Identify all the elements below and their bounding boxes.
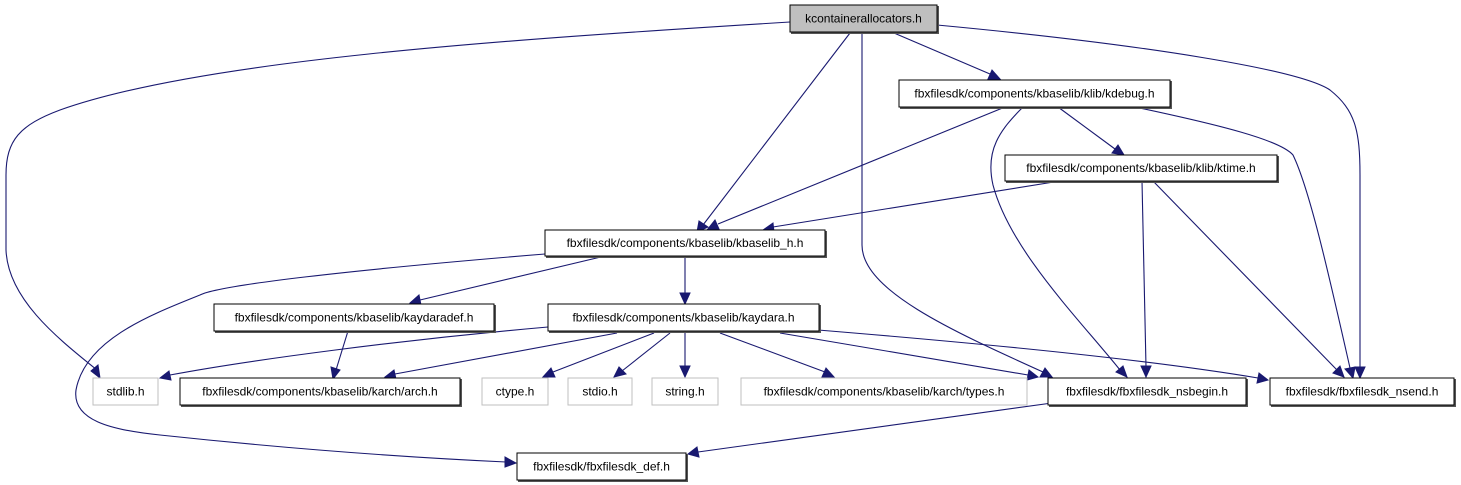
node-nsbegin[interactable]: fbxfilesdk/fbxfilesdk_nsbegin.h: [1047, 377, 1247, 406]
node-label: stdio.h: [582, 385, 617, 399]
node-box[interactable]: [789, 4, 938, 33]
node-label: fbxfilesdk/components/kbaselib/kaydara.h: [572, 311, 794, 325]
node-label: fbxfilesdk/fbxfilesdk_nsend.h: [1286, 385, 1439, 399]
edge-root-nsbegin: [861, 33, 1054, 378]
edge-kbaselib-kaydara: [679, 256, 691, 306]
node-root[interactable]: kcontainerallocators.h: [789, 4, 938, 33]
edge-kaydara-stdlib: [158, 326, 549, 381]
node-box[interactable]: [516, 452, 687, 481]
edge-nsbegin-def: [686, 402, 1053, 458]
node-box[interactable]: [1004, 154, 1278, 182]
edge-kaydara-string: [679, 333, 691, 379]
node-def[interactable]: fbxfilesdk/fbxfilesdk_def.h: [516, 452, 687, 481]
edge-root-stdlib: [5, 21, 791, 380]
node-box[interactable]: [651, 377, 719, 406]
node-ctype[interactable]: ctype.h: [481, 377, 549, 406]
edge-kaydara-ctype: [541, 332, 655, 378]
edge-kbaselib-kaydaradef: [408, 255, 606, 306]
edge-ktime-nsend: [1152, 180, 1345, 378]
node-box[interactable]: [92, 377, 159, 406]
edge-ktime-nsbegin: [1140, 180, 1152, 379]
edge-kdebug-nsend: [1134, 106, 1356, 380]
node-types[interactable]: fbxfilesdk/components/kbaselib/karch/typ…: [740, 377, 1028, 406]
edge-kaydaradef-arch: [330, 330, 349, 381]
node-stdio[interactable]: stdio.h: [567, 377, 633, 406]
node-label: fbxfilesdk/fbxfilesdk_def.h: [533, 460, 670, 474]
node-box[interactable]: [213, 303, 495, 332]
node-box[interactable]: [544, 229, 826, 257]
node-kaydara[interactable]: fbxfilesdk/components/kbaselib/kaydara.h: [547, 303, 820, 332]
node-nsend[interactable]: fbxfilesdk/fbxfilesdk_nsend.h: [1269, 377, 1455, 406]
node-label: stdlib.h: [106, 385, 144, 399]
edge-kbaselib-def: [75, 253, 546, 468]
node-label: fbxfilesdk/fbxfilesdk_nsbegin.h: [1066, 385, 1228, 399]
node-label: fbxfilesdk/components/kbaselib/klib/kdeb…: [914, 87, 1154, 101]
node-stdlib[interactable]: stdlib.h: [92, 377, 159, 406]
node-label: fbxfilesdk/components/kbaselib/karch/typ…: [764, 385, 1005, 399]
edge-kdebug-ktime: [1057, 106, 1125, 156]
edge-root-nsend: [936, 24, 1366, 380]
node-label: fbxfilesdk/components/kbaselib/kaydarade…: [235, 311, 474, 325]
edge-kdebug-nsbegin: [990, 106, 1128, 378]
node-label: string.h: [665, 385, 704, 399]
edge-kdebug-kbaselib: [705, 106, 1006, 231]
node-label: kcontainerallocators.h: [805, 12, 922, 26]
node-label: fbxfilesdk/components/kbaselib/kbaselib_…: [567, 236, 804, 250]
node-box[interactable]: [481, 377, 549, 406]
edge-ktime-kbaselib: [761, 180, 1061, 233]
node-string[interactable]: string.h: [651, 377, 719, 406]
node-kbaselib[interactable]: fbxfilesdk/components/kbaselib/kbaselib_…: [544, 229, 826, 257]
node-box[interactable]: [898, 79, 1171, 108]
edge-root-kdebug: [893, 32, 1002, 80]
node-box[interactable]: [740, 377, 1028, 406]
node-label: fbxfilesdk/components/kbaselib/klib/ktim…: [1026, 161, 1255, 175]
node-box[interactable]: [1047, 377, 1247, 406]
node-box[interactable]: [179, 377, 461, 406]
edge-kaydara-stdio: [613, 332, 671, 378]
node-label: ctype.h: [496, 385, 535, 399]
node-ktime[interactable]: fbxfilesdk/components/kbaselib/klib/ktim…: [1004, 154, 1278, 182]
node-box[interactable]: [1269, 377, 1455, 406]
edge-kaydara-nsbegin: [779, 332, 1040, 381]
node-kdebug[interactable]: fbxfilesdk/components/kbaselib/klib/kdeb…: [898, 79, 1171, 108]
node-box[interactable]: [567, 377, 633, 406]
edge-kaydara-types: [719, 332, 836, 378]
node-arch[interactable]: fbxfilesdk/components/kbaselib/karch/arc…: [179, 377, 461, 406]
node-box[interactable]: [547, 303, 820, 332]
edge-root-kbaselib: [696, 32, 851, 233]
node-label: fbxfilesdk/components/kbaselib/karch/arc…: [202, 385, 437, 399]
edge-kaydara-nsend: [817, 329, 1270, 384]
node-kaydaradef[interactable]: fbxfilesdk/components/kbaselib/kaydarade…: [213, 303, 495, 332]
